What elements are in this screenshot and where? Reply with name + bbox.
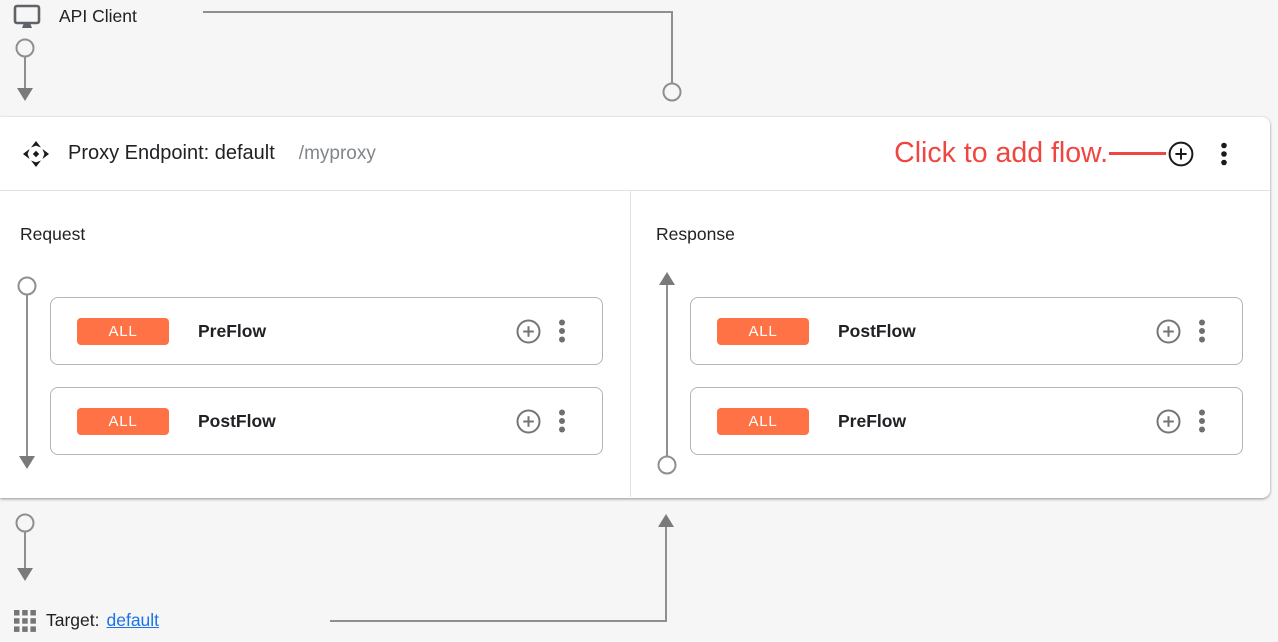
condition-badge: ALL xyxy=(77,407,169,435)
add-circle-icon[interactable] xyxy=(515,408,542,435)
flow-name: PostFlow xyxy=(198,410,276,431)
response-panel: Response ALL PostFlow xyxy=(631,191,1270,497)
flow-menu-button[interactable] xyxy=(1198,407,1206,435)
add-flow-button[interactable] xyxy=(1167,140,1195,168)
flow-menu-button[interactable] xyxy=(1198,317,1206,345)
add-circle-icon[interactable] xyxy=(515,318,542,345)
kebab-menu-icon[interactable] xyxy=(1220,140,1228,168)
flow-name: PreFlow xyxy=(838,410,907,431)
endpoint-menu-button[interactable] xyxy=(1220,140,1228,168)
kebab-menu-icon[interactable] xyxy=(558,317,566,345)
add-circle-icon[interactable] xyxy=(1155,408,1182,435)
proxy-endpoint-icon xyxy=(23,140,49,167)
kebab-menu-icon[interactable] xyxy=(1198,317,1206,345)
target-default-link[interactable]: default xyxy=(106,610,160,630)
flow-name: PreFlow xyxy=(198,320,267,341)
condition-badge: ALL xyxy=(717,407,809,435)
condition-badge: ALL xyxy=(717,317,809,345)
annotation-pointer-line xyxy=(1109,152,1166,155)
monitor-icon xyxy=(13,4,41,28)
request-preflow-row[interactable]: ALL PreFlow xyxy=(50,297,603,365)
add-circle-icon[interactable] xyxy=(1167,140,1195,168)
request-panel-title: Request xyxy=(20,224,86,244)
endpoint-panels: Request ALL PreFlow xyxy=(0,191,1270,497)
proxy-endpoint-header: Proxy Endpoint: default /myproxy Click t… xyxy=(0,117,1270,191)
proxy-endpoint-basepath: /myproxy xyxy=(298,142,376,164)
add-policy-button[interactable] xyxy=(515,408,542,435)
add-policy-button[interactable] xyxy=(1155,408,1182,435)
condition-badge: ALL xyxy=(77,317,169,345)
proxy-endpoint-title: Proxy Endpoint: default xyxy=(68,142,275,164)
add-policy-button[interactable] xyxy=(515,318,542,345)
flow-name: PostFlow xyxy=(838,320,916,341)
target-label: Target: xyxy=(46,610,100,630)
add-policy-button[interactable] xyxy=(1155,318,1182,345)
add-circle-icon[interactable] xyxy=(1155,318,1182,345)
response-panel-title: Response xyxy=(656,224,735,244)
click-to-add-flow-annotation: Click to add flow. xyxy=(894,137,1108,169)
flow-menu-button[interactable] xyxy=(558,407,566,435)
api-client-label: API Client xyxy=(59,6,137,26)
grid-icon xyxy=(14,610,36,632)
kebab-menu-icon[interactable] xyxy=(558,407,566,435)
kebab-menu-icon[interactable] xyxy=(1198,407,1206,435)
proxy-endpoint-card: Proxy Endpoint: default /myproxy Click t… xyxy=(0,117,1270,498)
target-row: Target: default xyxy=(46,610,159,631)
request-postflow-row[interactable]: ALL PostFlow xyxy=(50,387,603,455)
response-preflow-row[interactable]: ALL PreFlow xyxy=(690,387,1243,455)
flow-menu-button[interactable] xyxy=(558,317,566,345)
request-panel: Request ALL PreFlow xyxy=(0,191,631,497)
response-postflow-row[interactable]: ALL PostFlow xyxy=(690,297,1243,365)
